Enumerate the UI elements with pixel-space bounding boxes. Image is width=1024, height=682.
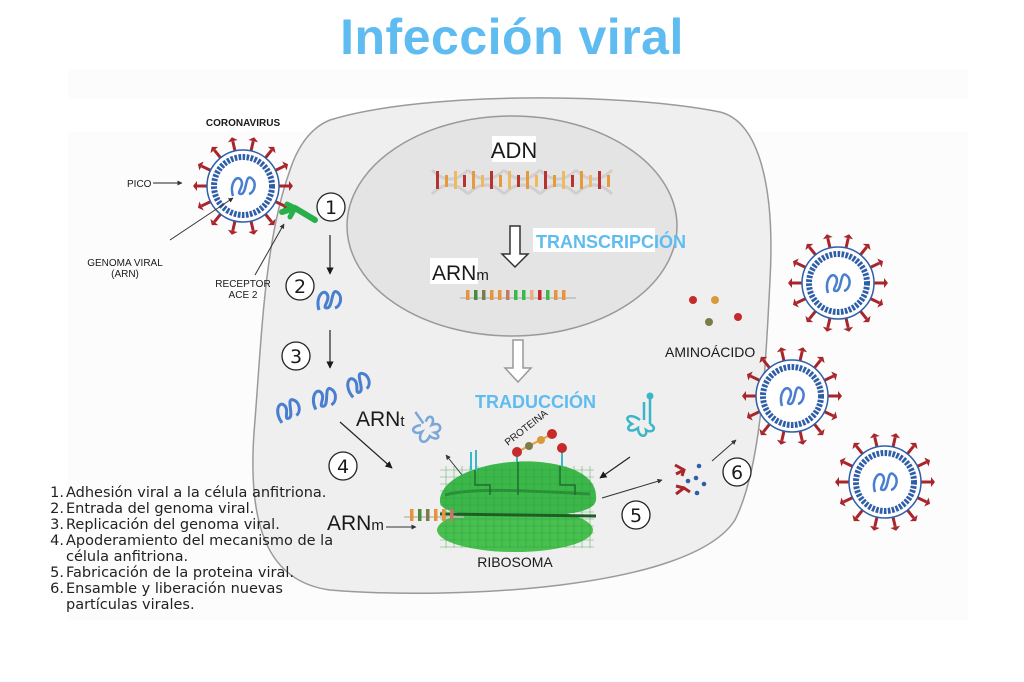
receptor-arrow: [254, 223, 285, 276]
svg-text:4: 4: [337, 456, 349, 478]
step5-arrow: [601, 478, 663, 499]
pico-label: PICO: [127, 179, 152, 190]
legend-item-text: Fabricación de la proteina viral.: [66, 565, 295, 581]
legend-item-text: Ensamble y liberación nuevas partículas …: [66, 581, 283, 613]
legend-item: 2.Entrada del genoma viral.: [48, 501, 348, 517]
step3-arrow: [339, 421, 393, 469]
legend-item: 5.Fabricación de la proteina viral.: [48, 565, 348, 581]
viral-protein-fragments-icon: [674, 463, 707, 496]
legend-item: 4.Apoderamiento del mecanismo de la célu…: [48, 533, 348, 565]
step-5: 5: [621, 500, 651, 530]
coronavirus-label: CORONAVIRUS: [206, 118, 281, 129]
aminoacido-label: AMINOÁCIDO: [665, 344, 755, 360]
step6-arrow: [711, 439, 737, 462]
svg-text:6: 6: [731, 462, 743, 484]
step-4: 4: [328, 451, 358, 481]
transcripcion-label: TRANSCRIPCIÓN: [536, 231, 686, 252]
legend-item: 3.Replicación del genoma viral.: [48, 517, 348, 533]
ribosome-icon: [437, 450, 597, 552]
step-1: 1: [316, 192, 346, 222]
background-panel-top: [68, 70, 968, 98]
legend-item-text: Apoderamiento del mecanismo de la célula…: [66, 533, 334, 565]
legend-item-text: Adhesión viral a la célula anfitriona.: [66, 485, 327, 501]
dna-helix: [430, 168, 614, 196]
step-2: 2: [285, 271, 315, 301]
legend-item-number: 2.: [50, 501, 64, 517]
legend-item-number: 6.: [50, 581, 64, 597]
legend-item-number: 1.: [50, 485, 64, 501]
trna-to-ribosome-arrow: [599, 456, 631, 479]
svg-text:5: 5: [630, 505, 642, 527]
arnm-nucleus-label: ARNm: [432, 262, 489, 285]
receptor-label: RECEPTOR: [215, 279, 270, 290]
traduccion-label: TRADUCCIÓN: [475, 391, 596, 412]
legend-item-text: Entrada del genoma viral.: [66, 501, 255, 517]
steps-legend: 1.Adhesión viral a la célula anfitriona.…: [48, 485, 348, 613]
genoma-viral-label: GENOMA VIRAL: [87, 258, 163, 269]
genoma-viral-sublabel: (ARN): [111, 269, 139, 280]
svg-text:2: 2: [294, 276, 306, 298]
legend-item-number: 3.: [50, 517, 64, 533]
legend-item-number: 5.: [50, 565, 64, 581]
protein-chain-icon: [512, 429, 567, 457]
legend-item-text: Replicación del genoma viral.: [66, 517, 280, 533]
mrna-strand-cytoplasm: [404, 509, 464, 521]
receptor-sublabel: ACE 2: [229, 290, 258, 301]
adn-label: ADN: [491, 138, 537, 163]
amino-acid-icons: [689, 296, 742, 326]
trna-incoming-icon: [626, 392, 656, 437]
svg-text:3: 3: [290, 346, 302, 368]
translation-arrow: [503, 339, 533, 384]
legend-item-number: 4.: [50, 533, 64, 549]
arnm-cytoplasm-label: ARNm: [327, 512, 384, 535]
legend-item: 1.Adhesión viral a la célula anfitriona.: [48, 485, 348, 501]
step-3: 3: [281, 341, 311, 371]
svg-text:1: 1: [325, 197, 337, 219]
transcription-arrow: [500, 225, 530, 269]
trna-exit-arrow: [445, 454, 463, 476]
arnt-label: ARNt: [356, 408, 405, 431]
ace2-receptor-icon: [279, 201, 318, 223]
page-title: Infección viral: [340, 9, 684, 65]
trna-icon: [412, 411, 442, 443]
legend-item: 6.Ensamble y liberación nuevas partícula…: [48, 581, 348, 613]
mrna-strand-nucleus: [460, 290, 576, 300]
ribosoma-label: RIBOSOMA: [477, 554, 553, 570]
genoma-arrow: [169, 197, 234, 241]
step-6: 6: [722, 457, 752, 487]
